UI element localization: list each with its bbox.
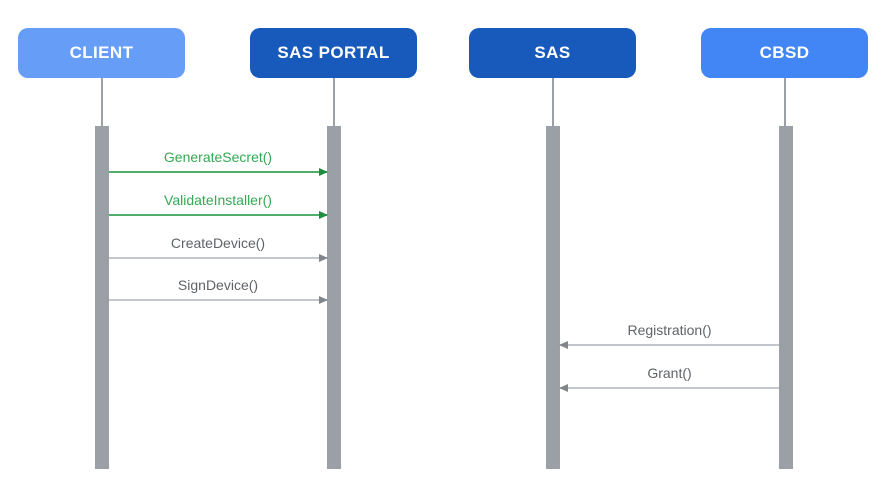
message-create-device-label: CreateDevice() bbox=[170, 235, 266, 251]
message-grant-label: Grant() bbox=[647, 365, 692, 381]
lifeline-cbsd bbox=[784, 78, 786, 126]
activation-bar-client bbox=[95, 126, 109, 469]
actor-cbsd-label: CBSD bbox=[759, 43, 810, 62]
activation-bar-cbsd bbox=[779, 126, 793, 469]
lifeline-sas bbox=[552, 78, 554, 126]
message-sign-device: SignDevice() bbox=[109, 276, 327, 301]
message-validate-installer-label: ValidateInstaller() bbox=[164, 192, 272, 208]
actor-sas-portal-label: SAS PORTAL bbox=[277, 43, 390, 62]
actor-cbsd: CBSD bbox=[701, 28, 868, 78]
message-arrow-left bbox=[560, 344, 779, 346]
actor-client: CLIENT bbox=[18, 28, 185, 78]
actor-client-label: CLIENT bbox=[69, 43, 134, 62]
lifeline-client bbox=[101, 78, 103, 126]
lifeline-sas-portal bbox=[333, 78, 335, 126]
message-create-device: CreateDevice() bbox=[109, 234, 327, 259]
activation-bar-sas bbox=[546, 126, 560, 469]
message-arrow-right bbox=[109, 214, 327, 216]
actor-sas-label: SAS bbox=[534, 43, 571, 62]
activation-bar-sas-portal bbox=[327, 126, 341, 469]
message-sign-device-label: SignDevice() bbox=[177, 277, 259, 293]
message-arrow-left bbox=[560, 387, 779, 389]
message-arrow-right bbox=[109, 171, 327, 173]
message-registration-label: Registration() bbox=[627, 322, 712, 338]
message-validate-installer: ValidateInstaller() bbox=[109, 191, 327, 216]
message-arrow-right bbox=[109, 257, 327, 259]
actor-sas-portal: SAS PORTAL bbox=[250, 28, 417, 78]
message-grant: Grant() bbox=[560, 364, 779, 389]
actor-sas: SAS bbox=[469, 28, 636, 78]
message-generate-secret-label: GenerateSecret() bbox=[163, 149, 273, 165]
message-registration: Registration() bbox=[560, 321, 779, 346]
message-arrow-right bbox=[109, 299, 327, 301]
message-generate-secret: GenerateSecret() bbox=[109, 148, 327, 173]
